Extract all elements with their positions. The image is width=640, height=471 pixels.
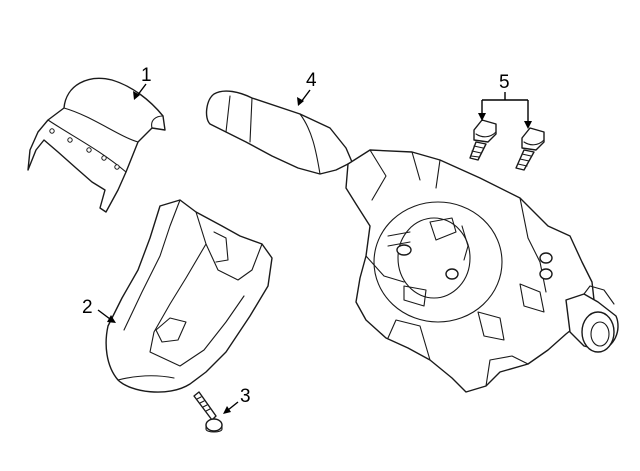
callout-number-2: 2 xyxy=(82,297,93,318)
callout-number-3: 3 xyxy=(240,386,251,407)
callout-3: 3 xyxy=(223,386,251,414)
callout-4: 4 xyxy=(297,70,317,106)
callout-2: 2 xyxy=(82,297,116,323)
callout-number-1: 1 xyxy=(141,65,152,86)
multifunction-switch-part[interactable] xyxy=(205,90,619,393)
bolt-left-part[interactable] xyxy=(469,119,497,161)
callout-number-4: 4 xyxy=(306,70,317,91)
callout-1: 1 xyxy=(133,65,152,100)
callout-number-5: 5 xyxy=(499,72,510,93)
bolt-right-part[interactable] xyxy=(515,127,545,171)
screw-part[interactable] xyxy=(193,391,223,433)
lower-shroud-part[interactable] xyxy=(105,199,273,393)
callout-5: 5 xyxy=(478,72,532,129)
upper-shroud-part[interactable] xyxy=(27,77,166,213)
